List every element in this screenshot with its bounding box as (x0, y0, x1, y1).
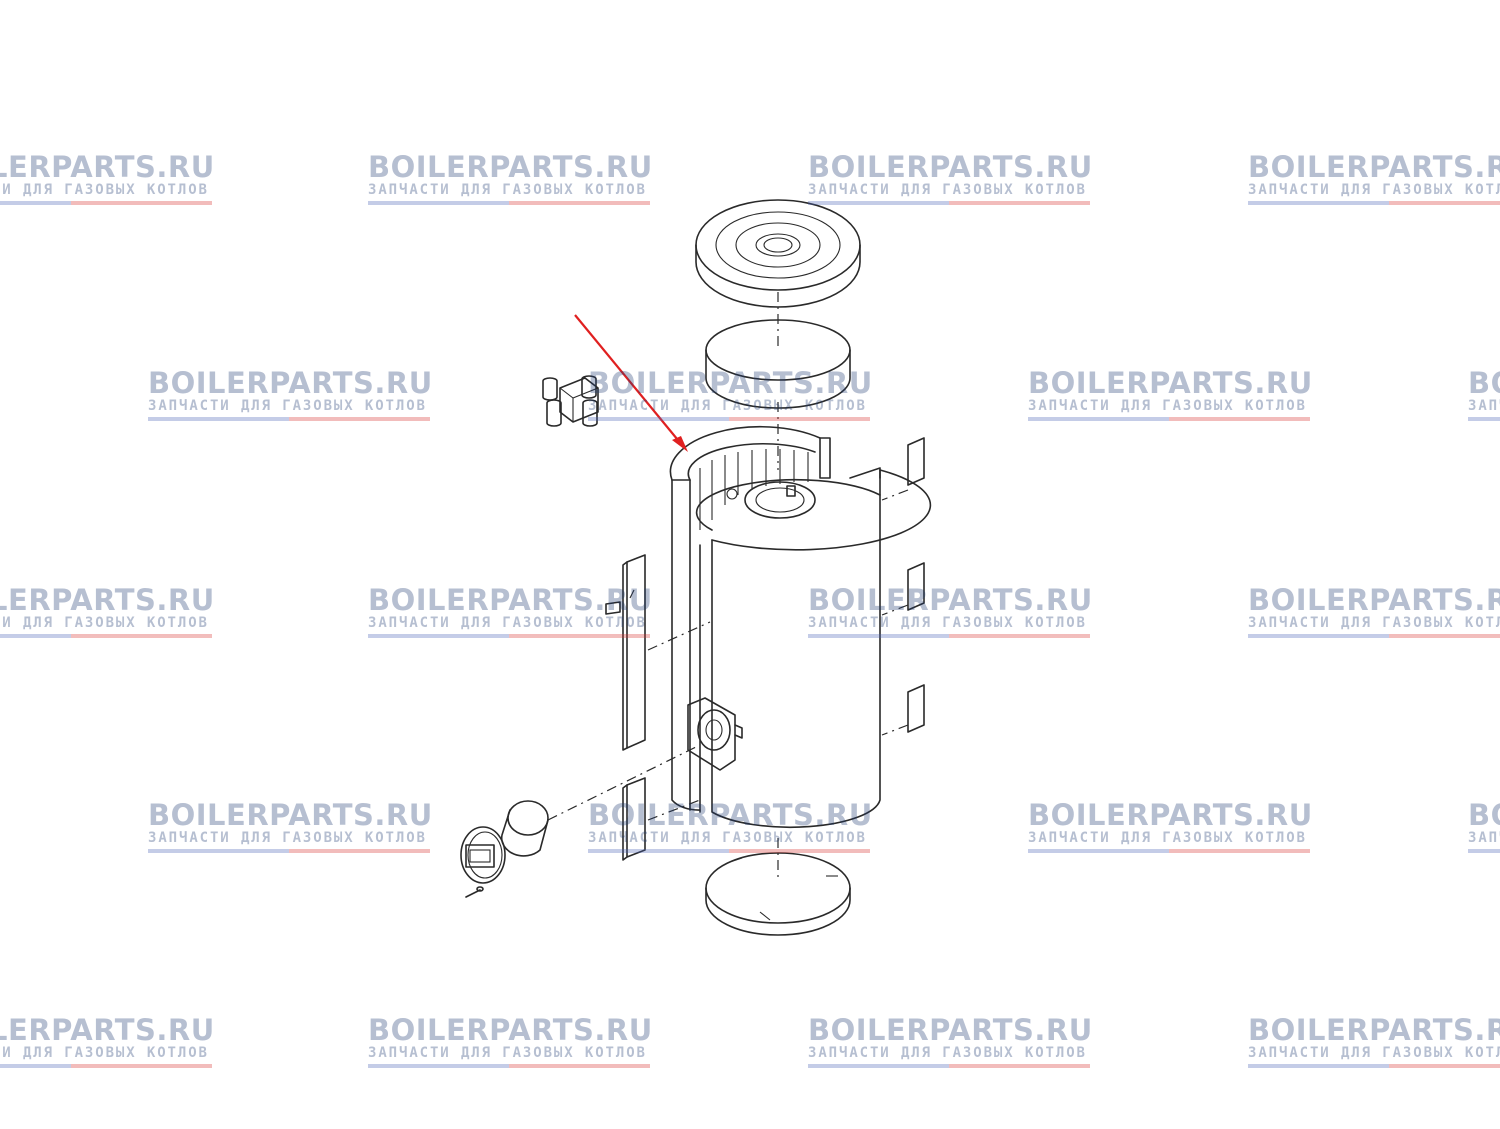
top-cover (695, 199, 861, 308)
inspection-cap (500, 800, 549, 857)
side-strip (605, 554, 646, 751)
indicator-arrow (574, 314, 688, 452)
screw (465, 886, 484, 898)
leader-line (881, 489, 909, 501)
tank-body-insulation (669, 425, 932, 829)
lower-strip (622, 777, 646, 861)
leader-line (881, 724, 909, 736)
leader-line (647, 799, 701, 821)
leader-line (881, 604, 909, 616)
bottom-disc (705, 852, 851, 936)
connector-block (542, 375, 599, 427)
inspection-cover (460, 826, 506, 884)
right-pads (907, 437, 925, 733)
top-insulation-disc (705, 319, 851, 409)
leader-line (547, 744, 701, 821)
